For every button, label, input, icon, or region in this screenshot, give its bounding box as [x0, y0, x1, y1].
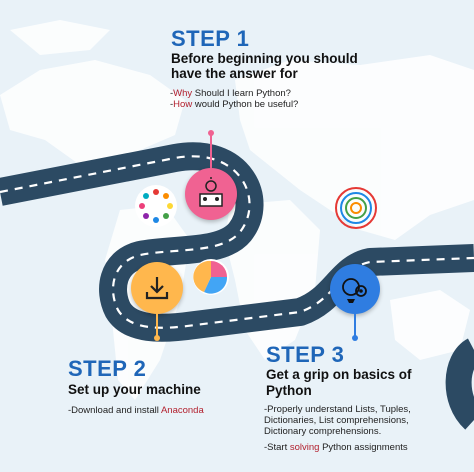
- step1-bullet-how: -How would Python be useful?: [170, 99, 299, 110]
- step3-bullet-2: Dictionaries, List comprehensions,: [264, 415, 409, 426]
- step1-bullet-why: -Why Should I learn Python?: [170, 88, 291, 99]
- brain-gear-icon: [342, 278, 367, 303]
- step3-bullet-start: -Start solving Python assignments: [264, 442, 408, 453]
- step1-subtitle-line1: Before beginning you should: [171, 51, 358, 66]
- step3-subtitle-line1: Get a grip on basics of: [266, 367, 412, 382]
- step3-bullet-1: -Properly understand Lists, Tuples,: [264, 404, 411, 415]
- step3-pin: [330, 264, 380, 314]
- pin1-stem: [210, 133, 212, 173]
- step2-pin: [131, 262, 183, 314]
- teacher-board-icon: [199, 177, 223, 207]
- pin2-stem: [156, 313, 158, 337]
- color-wheel-icon: [135, 185, 177, 227]
- pie-chart-icon: [193, 259, 229, 295]
- step3-title: STEP 3: [266, 342, 345, 367]
- pin1-dot: [208, 130, 214, 136]
- step3-bullet-3: Dictionary comprehensions.: [264, 426, 382, 437]
- pin2-dot: [154, 335, 160, 341]
- step1-title: STEP 1: [171, 26, 250, 51]
- step2-title: STEP 2: [68, 356, 147, 381]
- target-rings-icon: [335, 187, 377, 229]
- pin3-stem: [354, 313, 356, 337]
- download-icon: [145, 277, 169, 300]
- step3-subtitle-line2: Python: [266, 383, 312, 398]
- step2-subtitle: Set up your machine: [68, 382, 201, 397]
- step1-pin: [185, 168, 237, 220]
- pin3-dot: [352, 335, 358, 341]
- step1-subtitle-line2: have the answer for: [171, 66, 298, 81]
- step2-bullet: -Download and install Anaconda: [68, 405, 204, 416]
